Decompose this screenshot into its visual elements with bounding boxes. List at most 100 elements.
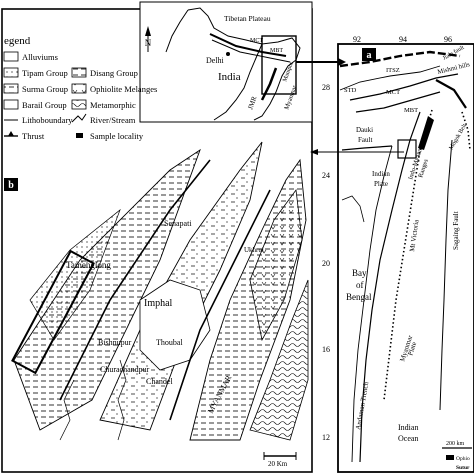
inset-mct-label: MCT bbox=[250, 38, 263, 44]
label-itsz: ITSZ bbox=[386, 67, 400, 74]
panel-a-map: a 92 94 96 28 24 20 16 12 ITSZ STD MCT M… bbox=[322, 35, 474, 473]
place-tamenglong: Tamenglong bbox=[66, 260, 111, 270]
panel-a-legend-fragment: Ophio Sutur bbox=[446, 455, 470, 471]
place-bishnupur: Bishnupur bbox=[98, 338, 132, 347]
label-sutur: Sutur bbox=[456, 465, 470, 471]
connector-arrows bbox=[296, 58, 404, 155]
thrust-line-1 bbox=[59, 159, 211, 401]
lat-tick-12: 12 bbox=[322, 433, 330, 442]
india-label: India bbox=[218, 71, 241, 83]
place-chandel: Chandel bbox=[146, 377, 173, 386]
legend-title: egend bbox=[4, 35, 31, 47]
study-area-box bbox=[261, 35, 297, 95]
panel-a-scale-label: 200 km bbox=[446, 441, 465, 447]
india-inset-map: N Tibetan Plateau Delhi India MCT MBT JM… bbox=[139, 1, 313, 123]
sagaing-fault bbox=[439, 139, 453, 411]
label-mct: MCT bbox=[386, 89, 400, 96]
label-std: STD bbox=[344, 87, 357, 94]
label-mishmi: Mishmi hills bbox=[437, 61, 471, 76]
label-fault: Fault bbox=[358, 136, 372, 144]
legend-item-river: River/Stream bbox=[71, 113, 136, 125]
ophiolite-body bbox=[418, 116, 434, 150]
label-indian-ocean-2: Ocean bbox=[398, 434, 418, 443]
label-dauki: Dauki bbox=[356, 126, 373, 134]
panel-b-letter: b bbox=[8, 180, 14, 191]
std-line bbox=[339, 65, 441, 91]
mishmi-thrust bbox=[435, 79, 467, 109]
label-of: of bbox=[356, 280, 364, 290]
inset-frame bbox=[139, 1, 313, 123]
legend-item-alluviums: Alluviums bbox=[3, 51, 58, 62]
lon-tick-94: 94 bbox=[399, 35, 407, 44]
thrust-line-2 bbox=[169, 189, 271, 421]
tibetan-plateau-label: Tibetan Plateau bbox=[224, 14, 271, 23]
north-arrow: N bbox=[145, 26, 152, 52]
svg-text:Thrust: Thrust bbox=[22, 131, 45, 141]
mbt-line-a bbox=[355, 91, 441, 113]
indo-myanmar-thrust bbox=[359, 111, 421, 463]
delhi-marker bbox=[226, 52, 230, 56]
lat-tick-28: 28 bbox=[322, 83, 330, 92]
legend-left-column: Alluviums Tipam Group Surma Group Barail… bbox=[3, 51, 73, 141]
place-churachandpur: Churachandpur bbox=[100, 365, 150, 374]
sample-locality-box bbox=[11, 249, 95, 375]
ophiolite-band bbox=[249, 188, 303, 342]
label-sagaing: Sagaing Fault bbox=[452, 211, 460, 250]
panel-a-frame bbox=[337, 43, 474, 473]
lon-tick-92: 92 bbox=[353, 35, 361, 44]
panel-b-scale-label: 20 Km bbox=[268, 460, 288, 468]
mct-line bbox=[209, 33, 287, 57]
india-outline bbox=[165, 7, 301, 121]
legend-item-tipam: Tipam Group bbox=[3, 67, 68, 78]
legend-item-sample: Sample locality bbox=[76, 131, 144, 141]
legend-item-lithoboundary: Lithoboundary bbox=[4, 115, 73, 125]
svg-text:Alluviums: Alluviums bbox=[22, 52, 58, 62]
label-jiale: Jiale fault bbox=[442, 44, 466, 62]
mogok-belt-dotted bbox=[461, 111, 471, 151]
lat-tick-20: 20 bbox=[322, 259, 330, 268]
svg-text:Sample locality: Sample locality bbox=[90, 131, 144, 141]
inset-mbt-label: MBT bbox=[270, 48, 283, 54]
svg-text:Barail Group: Barail Group bbox=[22, 100, 67, 110]
indian-plate-front bbox=[351, 145, 393, 463]
north-label: N bbox=[145, 38, 152, 48]
legend-item-disang: Disang Group bbox=[71, 67, 138, 78]
dauki-fault bbox=[341, 145, 393, 151]
label-indian: Indian bbox=[372, 170, 390, 178]
svg-text:Tipam Group: Tipam Group bbox=[22, 68, 68, 78]
label-indian-ocean-1: Indian bbox=[398, 423, 418, 432]
label-mt-victoria: Mt Victoria bbox=[408, 218, 421, 252]
legend-item-barail: Barail Group bbox=[3, 99, 67, 110]
itsz-line bbox=[339, 50, 461, 68]
imphal-valley bbox=[139, 279, 211, 371]
place-ukhrul: Ukhrul bbox=[244, 246, 264, 254]
legend-item-metamorphic: Metamorphic bbox=[71, 99, 136, 110]
formation-band-west-dots bbox=[29, 208, 121, 341]
mbt-line bbox=[211, 39, 291, 63]
svg-text:Surma Group: Surma Group bbox=[22, 84, 68, 94]
legend: egend Alluviums Tipam Group Surma Group … bbox=[3, 35, 157, 141]
label-mogok: Mogok Belt bbox=[449, 123, 469, 151]
label-andaman-trench: Andaman Trench bbox=[354, 381, 370, 431]
coastline bbox=[341, 195, 365, 223]
place-imphal: Imphal bbox=[144, 298, 173, 309]
label-myanmar-plate-2: Plate bbox=[406, 341, 418, 357]
lon-tick-96: 96 bbox=[444, 35, 452, 44]
svg-text:Disang Group: Disang Group bbox=[90, 68, 138, 78]
panel-a-letter: a bbox=[367, 50, 372, 61]
lat-tick-24: 24 bbox=[322, 171, 330, 180]
place-senapati: Senapati bbox=[164, 219, 192, 228]
river-2 bbox=[59, 379, 75, 441]
panel-a-scale-bar: 200 km bbox=[442, 441, 472, 449]
label-plate: Plate bbox=[374, 180, 388, 188]
label-bengal: Bengal bbox=[346, 292, 372, 302]
label-mbt: MBT bbox=[404, 107, 418, 114]
svg-text:Metamorphic: Metamorphic bbox=[90, 100, 136, 110]
panel-b-scale-bar: 20 Km bbox=[263, 452, 297, 468]
river-1 bbox=[117, 359, 127, 441]
legend-item-thrust: Thrust bbox=[4, 131, 45, 141]
label-bay: Bay bbox=[352, 268, 367, 278]
manipur-study-box bbox=[397, 139, 417, 159]
mct-line-a bbox=[349, 73, 459, 101]
